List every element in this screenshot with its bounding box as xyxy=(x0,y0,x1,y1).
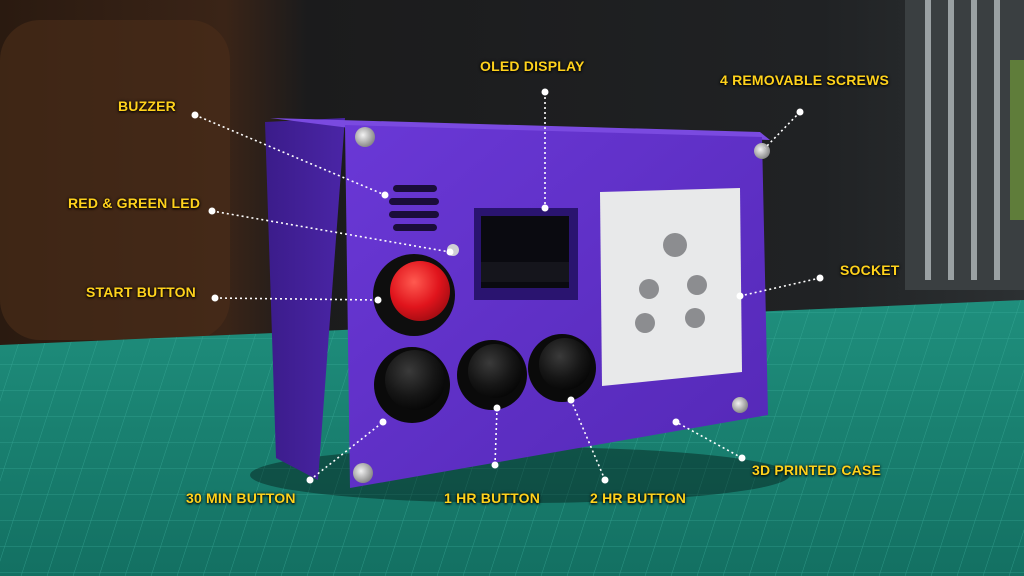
background-chair xyxy=(0,20,230,340)
2-hr-button xyxy=(539,338,591,390)
leader-dots xyxy=(191,88,824,484)
socket-plate xyxy=(600,188,742,386)
socket-holes xyxy=(635,233,707,333)
screw-icon xyxy=(355,127,375,147)
buzzer-grille xyxy=(389,185,439,231)
start-button xyxy=(390,261,450,321)
label-2-hr-button: 2 HR BUTTON xyxy=(590,490,687,506)
1-hr-button xyxy=(468,344,522,398)
label-3d-printed-case: 3D PRINTED CASE xyxy=(752,462,882,478)
label-buzzer: BUZZER xyxy=(118,98,176,114)
screw-icon xyxy=(732,397,748,413)
screw-icon xyxy=(353,463,373,483)
window-blinds xyxy=(905,0,1024,290)
label-socket: SOCKET xyxy=(840,262,900,278)
label-red-green-led: RED & GREEN LED xyxy=(68,195,201,211)
screw-icon xyxy=(754,143,770,159)
label-1-hr-button: 1 HR BUTTON xyxy=(444,490,541,506)
label-oled-display: OLED DISPLAY xyxy=(480,58,585,74)
leader-lines xyxy=(194,92,821,481)
30-min-button xyxy=(385,350,445,410)
label-start-button: START BUTTON xyxy=(86,284,196,300)
label-removable-screws: 4 REMOVABLE SCREWS xyxy=(720,72,890,88)
label-30-min-button: 30 MIN BUTTON xyxy=(186,490,296,506)
screws xyxy=(353,127,770,483)
